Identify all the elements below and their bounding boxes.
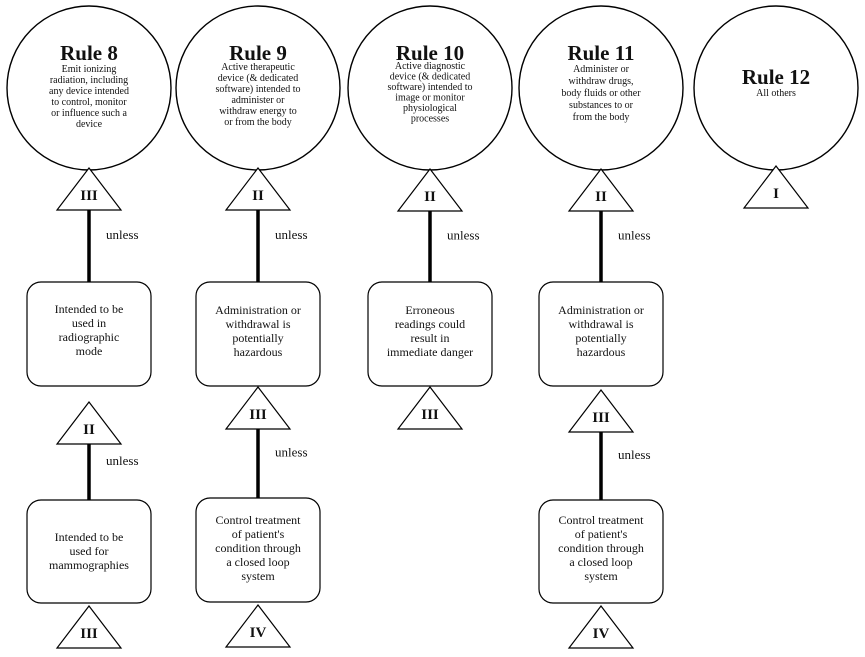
rule-description-line: physiological	[403, 103, 457, 114]
rule-description-line: body fluids or other	[561, 88, 641, 99]
rule-description-line: Emit ionizing	[62, 64, 117, 75]
rule-description-line: device (& dedicated	[390, 72, 471, 83]
rule-description-line: device (& dedicated	[218, 73, 299, 84]
condition-text-line: potentially	[232, 331, 283, 345]
class-label: I	[773, 186, 779, 202]
condition-box	[367, 281, 493, 387]
condition-text-line: system	[241, 569, 275, 583]
condition-text-line: radiographic	[59, 330, 120, 344]
condition-box	[538, 499, 664, 604]
class-label: III	[80, 188, 98, 204]
condition-text-line: mammographies	[49, 558, 129, 572]
condition-text-line: condition through	[215, 541, 301, 555]
condition-text-line: of patient's	[575, 527, 628, 541]
condition-text-line: hazardous	[234, 345, 283, 359]
unless-label: unless	[106, 453, 139, 468]
class-label: IV	[250, 625, 267, 641]
rule-description-line: radiation, including	[50, 75, 128, 86]
rule-description-line: device	[76, 119, 103, 130]
condition-text-line: Intended to be	[55, 302, 124, 316]
rule-description-line: Administer or	[573, 64, 629, 75]
condition-box	[195, 497, 321, 603]
unless-label: unless	[275, 445, 308, 460]
unless-label: unless	[275, 227, 308, 242]
class-triangle	[742, 165, 810, 209]
condition-text-line: Erroneous	[405, 303, 455, 317]
class-label: III	[80, 626, 98, 642]
class-label: II	[83, 422, 95, 438]
condition-text-line: readings could	[395, 317, 465, 331]
class-label: II	[252, 188, 264, 204]
class-triangle	[55, 605, 123, 649]
condition-box	[538, 281, 664, 387]
class-triangle	[567, 605, 635, 649]
rule-title: Rule 10	[396, 41, 464, 65]
condition-text-line: hazardous	[577, 345, 626, 359]
rule-description-line: software) intended to	[216, 84, 301, 95]
condition-text-line: Control treatment	[559, 513, 645, 527]
class-triangle	[396, 386, 464, 430]
condition-text-line: Intended to be	[55, 530, 124, 544]
condition-box	[26, 281, 152, 387]
condition-text-line: of patient's	[232, 527, 285, 541]
condition-text-line: mode	[76, 344, 103, 358]
condition-text-line: result in	[411, 331, 450, 345]
rule-description-line: to control, monitor	[51, 97, 127, 108]
class-label: II	[595, 189, 607, 205]
unless-label: unless	[618, 447, 651, 462]
rule-description-line: from the body	[573, 112, 630, 123]
class-label: II	[424, 189, 436, 205]
rule-description-line: withdraw drugs,	[569, 76, 634, 87]
rule-title: Rule 12	[742, 65, 810, 89]
condition-text-line: potentially	[575, 331, 626, 345]
rule-description-line: All others	[756, 88, 796, 99]
rule-description-line: or from the body	[224, 117, 292, 128]
unless-label: unless	[106, 227, 139, 242]
class-label: III	[592, 410, 610, 426]
rule-description-line: image or monitor	[395, 93, 465, 104]
rule-title: Rule 11	[567, 41, 634, 65]
condition-text-line: system	[584, 569, 618, 583]
condition-text-line: withdrawal is	[569, 317, 634, 331]
condition-text-line: Administration or	[558, 303, 644, 317]
rule-description-line: administer or	[231, 95, 285, 106]
class-label: IV	[593, 626, 610, 642]
rule-description-line: or influence such a	[51, 108, 127, 119]
condition-text-line: Control treatment	[216, 513, 302, 527]
rule-description-line: substances to or	[569, 100, 634, 111]
condition-text-line: used for	[70, 544, 109, 558]
condition-text-line: withdrawal is	[226, 317, 291, 331]
condition-text-line: immediate danger	[387, 345, 473, 359]
rule-description-line: Active diagnostic	[395, 61, 466, 72]
rule-description-line: Active therapeutic	[221, 62, 295, 73]
class-label: III	[421, 407, 439, 423]
rule-description-line: withdraw energy to	[219, 106, 297, 117]
rule-title: Rule 8	[60, 41, 118, 65]
rule-description-line: software) intended to	[388, 82, 473, 93]
condition-box	[195, 281, 321, 387]
condition-box	[26, 499, 152, 604]
class-label: III	[249, 407, 267, 423]
condition-text-line: a closed loop	[226, 555, 289, 569]
rule-title: Rule 9	[229, 41, 287, 65]
unless-label: unless	[447, 228, 480, 243]
condition-text-line: a closed loop	[569, 555, 632, 569]
class-triangle	[224, 604, 292, 648]
condition-text-line: condition through	[558, 541, 644, 555]
condition-text-line: Administration or	[215, 303, 301, 317]
condition-text-line: used in	[72, 316, 106, 330]
rule-description-line: any device intended	[49, 86, 129, 97]
unless-label: unless	[618, 228, 651, 243]
rule-description-line: processes	[411, 114, 449, 125]
